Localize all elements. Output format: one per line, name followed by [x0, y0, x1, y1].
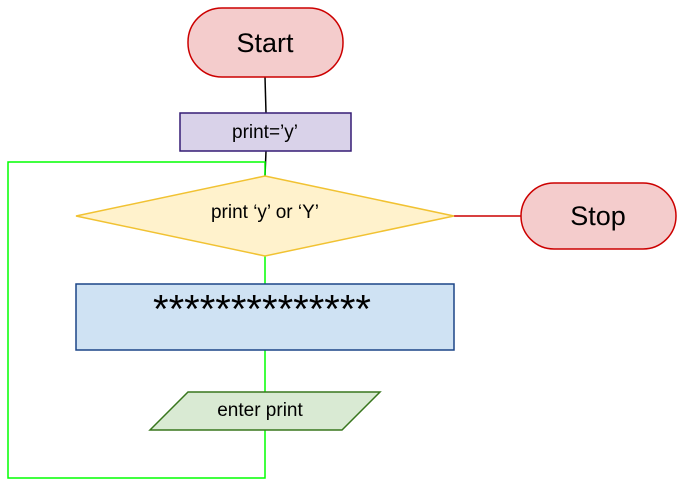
edge-loop-back — [7, 161, 266, 479]
start-terminator: Start — [187, 7, 344, 78]
stars-shape — [75, 283, 455, 351]
decision-diamond: print ‘y’ or ‘Y’ — [75, 175, 455, 257]
input-parallelogram: enter print — [148, 391, 382, 431]
assign-label: print=’y’ — [232, 122, 298, 143]
stop-shape — [520, 182, 677, 250]
input-shape — [148, 391, 382, 431]
decision-shape — [75, 175, 455, 257]
start-label: Start — [236, 28, 294, 58]
stop-terminator: Stop — [520, 182, 677, 250]
stars-process: ************** — [75, 283, 455, 351]
input-label: enter print — [217, 400, 303, 421]
decision-label: print ‘y’ or ‘Y’ — [211, 202, 319, 223]
stop-label: Stop — [570, 201, 626, 231]
assign-shape — [179, 112, 352, 152]
edge-start-to-assign — [264, 76, 267, 114]
start-shape — [187, 7, 344, 78]
stars-label: ************** — [153, 288, 371, 332]
assign-process: print=’y’ — [179, 112, 352, 152]
